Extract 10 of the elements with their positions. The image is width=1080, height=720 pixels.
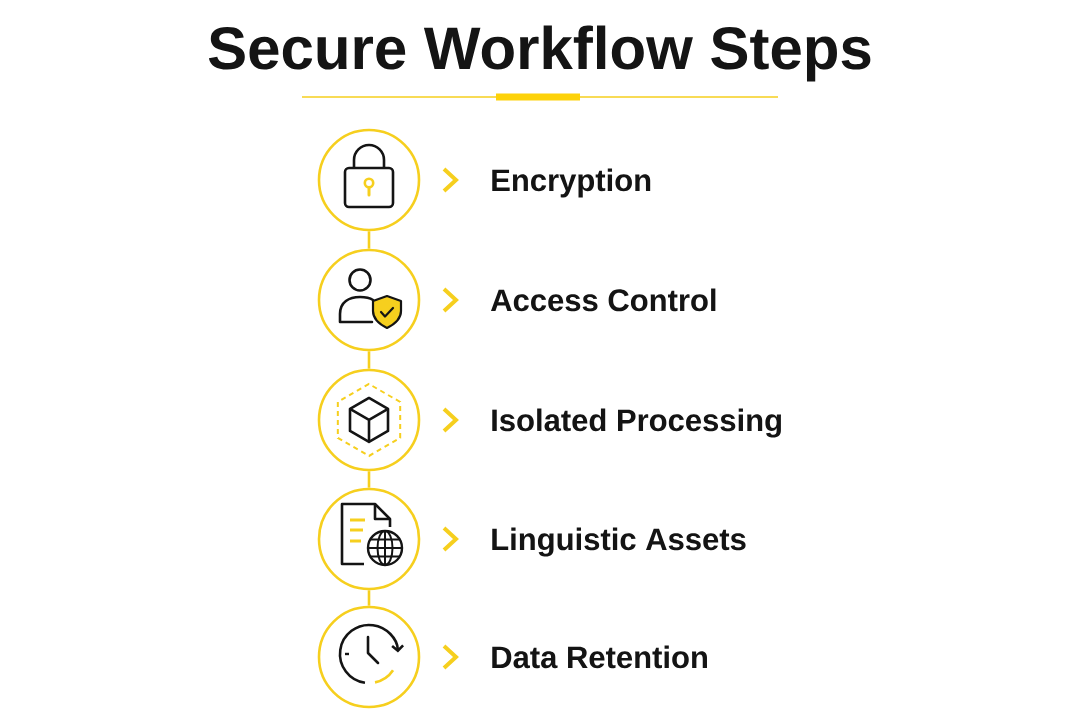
step-label: Access Control bbox=[490, 288, 716, 312]
step-label: Linguistic Assets bbox=[492, 527, 746, 557]
connector-line bbox=[367, 351, 371, 369]
step-label: Isolated Processing bbox=[492, 408, 781, 438]
connector-line bbox=[367, 231, 371, 249]
connector-line bbox=[367, 590, 371, 606]
step-label: Data Retention bbox=[492, 645, 707, 669]
title: Secure Workflow Steps bbox=[208, 25, 871, 82]
step-label: Encryption bbox=[492, 168, 651, 198]
connector-line bbox=[367, 471, 371, 488]
